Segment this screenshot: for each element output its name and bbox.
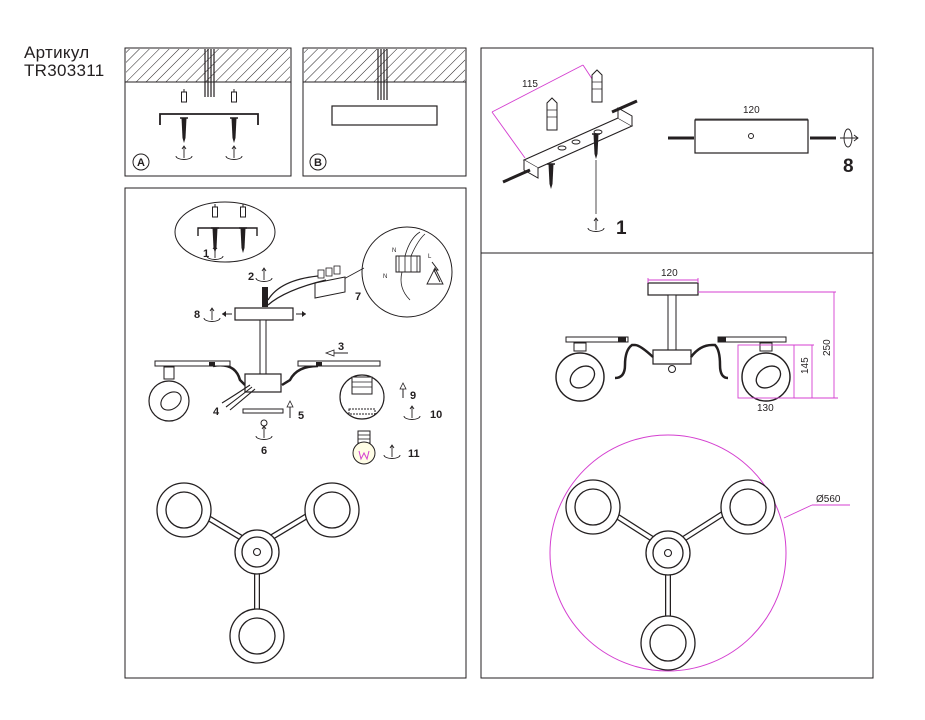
- panel-a-letter: A: [137, 157, 145, 169]
- step-6-label: 6: [261, 445, 267, 457]
- bracket-perspective: [502, 99, 638, 184]
- step-5-label: 5: [298, 410, 304, 422]
- panel-a-screw-right: [229, 117, 239, 144]
- panel-a-wires: [204, 49, 215, 97]
- bracket-panel: 115 1 120: [480, 47, 874, 254]
- side-view-left-arm: [614, 343, 654, 380]
- panel-a-screw-left: [179, 117, 189, 144]
- top-view-shade: [229, 608, 285, 664]
- side-view-right-arm: [690, 343, 729, 380]
- step-9-label: 9: [410, 390, 416, 402]
- right-shade: [339, 374, 385, 420]
- step-3-label: 3: [338, 341, 344, 353]
- bracket-step-1: 1: [616, 218, 627, 239]
- nut-stack: [262, 287, 268, 307]
- rotate-icon: [203, 307, 221, 322]
- side-view-stem: [667, 294, 677, 351]
- right-arm: [281, 364, 319, 387]
- panel-a-bracket: [159, 113, 259, 125]
- rotate-icon: [175, 145, 193, 160]
- step-11-label: 11: [408, 448, 420, 460]
- bracket-step-8: 8: [843, 156, 854, 177]
- terminal-block: [267, 265, 346, 306]
- panel-a-badge: [132, 153, 150, 171]
- dimension-diameter: Ø560: [816, 494, 841, 505]
- panel-b-wires: [377, 49, 388, 100]
- bulb-icon: [352, 430, 376, 465]
- plan-view-shade: [720, 479, 776, 535]
- panel-b-letter: B: [314, 157, 322, 169]
- mounting-detail-callout: [174, 201, 276, 263]
- rotate-icon: [225, 145, 243, 160]
- center-stem: [259, 319, 267, 377]
- diameter-circle: [549, 434, 787, 672]
- dimension-115: 115: [522, 79, 538, 90]
- canopy-plate: [234, 307, 294, 321]
- assembly-frame: [124, 187, 467, 679]
- article-label: Артикул: [24, 43, 90, 62]
- side-view-canopy: [647, 282, 699, 296]
- side-view-left-shade: [555, 352, 605, 402]
- top-view-shade: [304, 482, 360, 538]
- panel-b: B: [302, 47, 467, 177]
- step-10-label: 10: [430, 409, 442, 421]
- plan-view: [565, 479, 776, 671]
- step-7-label: 7: [355, 291, 361, 303]
- left-arm: [212, 364, 246, 386]
- plan-view-shade: [640, 615, 696, 671]
- rotate-icon: [587, 217, 605, 232]
- dimension-total-height: 250: [822, 339, 833, 356]
- dowel-right: [591, 69, 603, 103]
- panel-a-anchor-right: [231, 88, 237, 103]
- panel-b-frame: [302, 47, 467, 177]
- rotate-icon: [383, 444, 401, 459]
- panel-b-badge: [309, 153, 327, 171]
- article-header: Артикул TR303311: [24, 44, 105, 80]
- assembly-panel: 1 N L N 2 7: [124, 187, 467, 679]
- panel-a: A: [124, 47, 292, 177]
- left-arm-plate: [154, 360, 231, 367]
- rotate-icon: [255, 425, 273, 440]
- panel-b-canopy: [331, 105, 438, 126]
- wire-label-n2: N: [383, 274, 387, 280]
- wire-label-n: N: [392, 248, 396, 254]
- article-code: TR303311: [24, 61, 105, 80]
- step-8-label: 8: [194, 309, 200, 321]
- bracket-screw: [546, 163, 556, 190]
- dimensions-frame: [480, 252, 874, 679]
- plan-view-shade: [565, 479, 621, 535]
- panel-a-frame: [124, 47, 292, 177]
- dimension-canopy-width: 120: [661, 268, 678, 279]
- retaining-ring: [242, 408, 284, 414]
- step-1-label: 1: [203, 248, 209, 260]
- panel-a-anchor-left: [181, 88, 187, 103]
- rotate-icon: [403, 405, 421, 420]
- wire-label-l: L: [428, 254, 432, 260]
- dimension-shade-width: 130: [757, 403, 774, 414]
- rotate-icon: [255, 267, 273, 282]
- dimensions-panel: 120 250 145 130 Ø560: [480, 252, 874, 679]
- assembly-top-view: [156, 482, 360, 664]
- bracket-width-dim: 120: [743, 105, 760, 116]
- top-view-shade: [156, 482, 212, 538]
- left-shade: [148, 380, 190, 422]
- side-view-right-shade: [741, 352, 791, 402]
- side-view-dimension-lines: [647, 278, 838, 399]
- bracket-frame: [480, 47, 874, 254]
- step-2-label: 2: [248, 271, 254, 283]
- center-hub: [244, 373, 282, 393]
- side-view-hub: [652, 349, 692, 365]
- dimension-shade-height: 145: [800, 357, 811, 374]
- step-4-label: 4: [213, 406, 220, 418]
- dowel-left: [546, 97, 558, 131]
- right-arm-plate: [297, 360, 381, 367]
